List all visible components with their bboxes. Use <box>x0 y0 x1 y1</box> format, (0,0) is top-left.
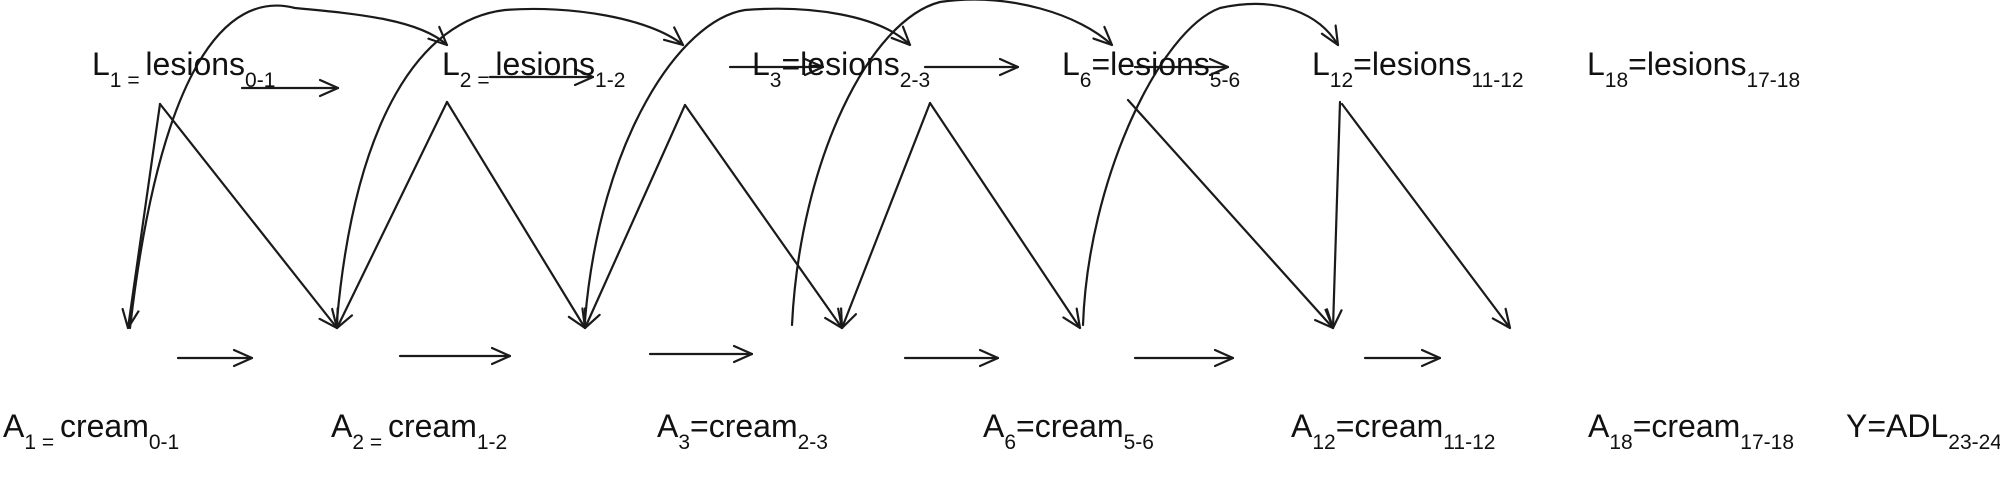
edges-group <box>128 0 1512 358</box>
node-name: lesions <box>800 46 900 82</box>
edge-l6-a6 <box>842 101 932 330</box>
edge-a6-l12 <box>790 0 1114 327</box>
edge-l6-a12 <box>928 101 1082 330</box>
node-variable: A <box>657 408 679 444</box>
edge-a12-l18 <box>1081 2 1340 327</box>
node-time-window: 11-12 <box>1471 69 1524 92</box>
node-variable: L <box>752 46 770 82</box>
node-equals: = <box>1353 46 1372 82</box>
edge-l1-a1 <box>128 102 162 330</box>
node-index: 6 <box>1004 431 1017 454</box>
node-a2: A2 = cream1-2 <box>331 408 507 453</box>
node-index: 12 <box>1329 69 1354 92</box>
edge-l2-a3 <box>445 100 587 330</box>
node-a3: A3=cream2-3 <box>657 408 828 453</box>
node-name: lesions <box>1371 46 1472 82</box>
node-variable: L <box>442 46 460 82</box>
node-time-window: 5-6 <box>1123 431 1154 454</box>
node-index: 18 <box>1609 431 1633 454</box>
node-time-window: 17-18 <box>1746 69 1801 92</box>
node-variable: L <box>1062 46 1080 82</box>
node-time-window: 17-18 <box>1740 431 1795 454</box>
node-l2: L2 = lesions1-2 <box>442 46 625 91</box>
node-equals: = <box>364 431 388 454</box>
node-time-window: 5-6 <box>1209 69 1241 92</box>
node-equals: = <box>1632 408 1652 444</box>
node-l6: L6=lesions5-6 <box>1062 46 1240 91</box>
node-variable: A <box>1588 408 1610 444</box>
node-time-window: 11-12 <box>1443 431 1496 454</box>
node-time-window: 23-24 <box>1948 431 2000 454</box>
node-equals: = <box>690 408 709 444</box>
node-time-window: 2-3 <box>797 431 828 454</box>
node-equals: = <box>1016 408 1035 444</box>
node-variable: L <box>92 46 110 82</box>
node-time-window: 0-1 <box>148 431 180 454</box>
node-name: lesions <box>1646 46 1747 82</box>
node-y: Y=ADL23-24 <box>1846 408 2000 453</box>
node-variable: A <box>983 408 1005 444</box>
edge-l3-a6 <box>683 103 844 330</box>
node-variable: A <box>1291 408 1313 444</box>
node-index: 3 <box>769 69 782 92</box>
edge-l18-a18 <box>1333 100 1340 330</box>
edge-l3-a3 <box>583 103 687 330</box>
edge-a1-l2 <box>128 4 449 330</box>
node-index: 1 <box>24 431 37 454</box>
node-equals: = <box>1091 46 1111 82</box>
node-name: cream <box>1354 408 1444 444</box>
node-name: lesions <box>145 46 246 82</box>
edge-l18-y <box>1340 102 1512 330</box>
node-equals: = <box>1867 408 1887 444</box>
node-a12: A12=cream11-12 <box>1291 408 1495 453</box>
node-variable: L <box>1312 46 1330 82</box>
node-variable: A <box>331 408 353 444</box>
node-time-window: 2-3 <box>899 69 931 92</box>
node-variable: Y <box>1846 408 1868 444</box>
edge-l1-a2 <box>158 102 339 330</box>
node-index: 6 <box>1079 69 1092 92</box>
node-a6: A6=cream5-6 <box>983 408 1154 453</box>
node-l3: L3=lesions2-3 <box>752 46 930 91</box>
node-index: 2 <box>352 431 365 454</box>
node-time-window: 0-1 <box>245 69 276 92</box>
node-l12: L12=lesions11-12 <box>1312 46 1524 91</box>
node-index: 18 <box>1604 69 1629 92</box>
node-equals: = <box>1335 408 1355 444</box>
node-index: 1 <box>109 69 122 92</box>
node-a18: A18=cream17-18 <box>1588 408 1794 453</box>
node-name: cream <box>1034 408 1124 444</box>
node-a1: A1 = cream0-1 <box>3 408 179 453</box>
node-name: cream <box>387 408 477 444</box>
node-name: cream <box>1651 408 1741 444</box>
node-time-window: 1-2 <box>595 69 626 92</box>
edge-l2-a2 <box>335 100 449 330</box>
node-name: cream <box>59 408 149 444</box>
node-name: cream <box>708 408 798 444</box>
node-variable: L <box>1587 46 1605 82</box>
edge-l12-a18 <box>1126 98 1335 330</box>
node-name: ADL <box>1886 408 1949 444</box>
node-l1: L1 = lesions0-1 <box>92 46 275 91</box>
node-equals: = <box>121 69 146 92</box>
node-equals: = <box>1628 46 1647 82</box>
node-equals: = <box>471 69 496 92</box>
edge-a3-l6 <box>583 7 912 322</box>
node-name: lesions <box>1110 46 1210 82</box>
node-index: 3 <box>678 431 691 454</box>
node-index: 2 <box>459 69 472 92</box>
node-time-window: 1-2 <box>476 431 508 454</box>
node-variable: A <box>3 408 25 444</box>
node-index: 12 <box>1312 431 1336 454</box>
node-equals: = <box>36 431 60 454</box>
node-l18: L18=lesions17-18 <box>1587 46 1800 91</box>
edge-a2-l3 <box>335 7 685 322</box>
node-equals: = <box>781 46 801 82</box>
node-name: lesions <box>495 46 596 82</box>
